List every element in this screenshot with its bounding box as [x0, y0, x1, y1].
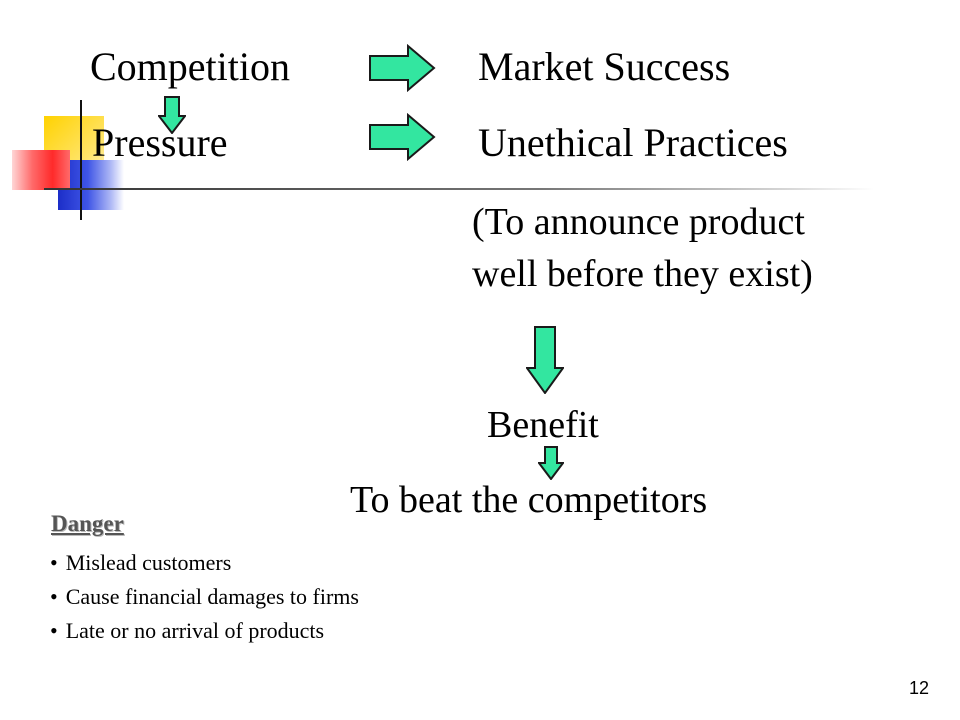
- beat-competitors-label: To beat the competitors: [350, 479, 708, 521]
- danger-heading: Danger: [51, 511, 124, 536]
- example-line-1: (To announce product: [472, 201, 805, 243]
- danger-list: Mislead customers Cause financial damage…: [50, 546, 359, 648]
- down-arrow-icon: [538, 446, 564, 480]
- down-arrow-icon: [158, 96, 186, 134]
- list-item: Late or no arrival of products: [50, 614, 359, 648]
- decor-vertical-line: [80, 100, 82, 220]
- down-arrow-icon: [526, 326, 564, 394]
- list-item: Cause financial damages to firms: [50, 580, 359, 614]
- title-divider-line: [44, 188, 874, 190]
- market-success-label: Market Success: [478, 44, 731, 89]
- list-item: Mislead customers: [50, 546, 359, 580]
- benefit-label: Benefit: [487, 404, 599, 446]
- pressure-label: Pressure: [92, 120, 228, 165]
- right-arrow-icon: [368, 44, 436, 92]
- right-arrow-icon: [368, 113, 436, 161]
- page-number: 12: [909, 678, 930, 698]
- example-line-2: well before they exist): [472, 253, 813, 295]
- decor-red-square: [12, 150, 70, 190]
- competition-label: Competition: [90, 44, 290, 89]
- unethical-practices-label: Unethical Practices: [478, 120, 788, 165]
